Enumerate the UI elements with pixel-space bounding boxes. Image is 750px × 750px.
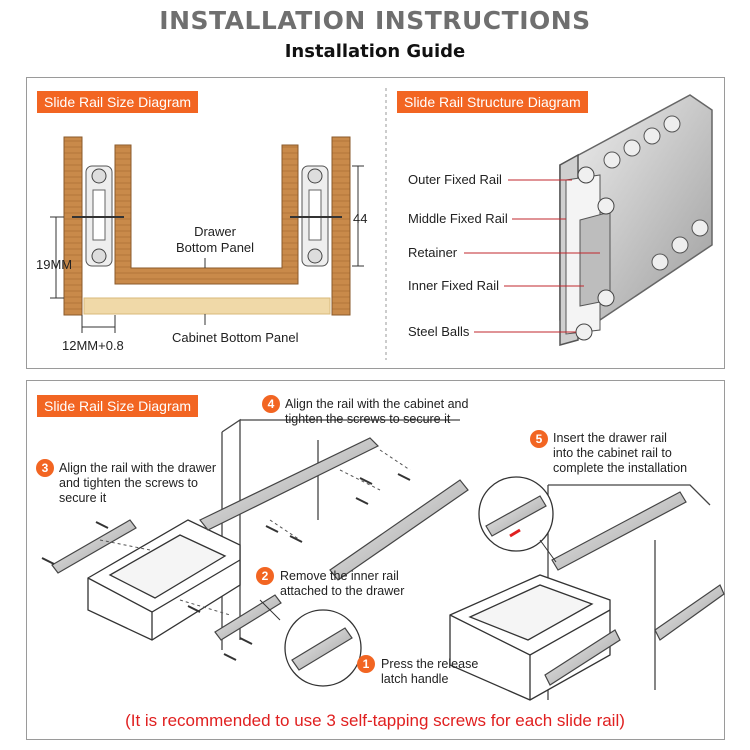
size-diagram-drawing <box>50 136 364 333</box>
cabinet-bottom <box>83 297 331 315</box>
step-4-number: 4 <box>262 395 280 413</box>
structure-diagram-drawing <box>464 94 713 346</box>
right-rail <box>290 165 342 267</box>
right-cabinet-wall <box>331 136 351 316</box>
cabinet-bottom-label: Cabinet Bottom Panel <box>172 330 299 345</box>
steps-section-tag: Slide Rail Size Diagram <box>37 395 199 417</box>
drawer-u <box>114 144 299 285</box>
part-retainer: Retainer <box>408 245 458 260</box>
step-3-text: Align the rail with the drawer and tight… <box>59 461 217 505</box>
part-steel-balls: Steel Balls <box>408 324 470 339</box>
page-title: INSTALLATION INSTRUCTIONS <box>159 6 591 35</box>
step-4-text: Align the rail with the cabinet and tigh… <box>285 397 469 426</box>
dim-right-label: 44 <box>353 211 368 226</box>
step-2-text: Remove the inner rail attached to the dr… <box>280 569 405 598</box>
left-rail <box>72 165 124 267</box>
size-diagram-tag: Slide Rail Size Diagram <box>37 91 199 113</box>
step-5-text: Insert the drawer rail into the cabinet … <box>553 431 688 475</box>
left-cabinet-wall <box>63 136 83 316</box>
rails-steps <box>51 437 725 686</box>
step-3-number: 3 <box>36 459 54 477</box>
dim-width-label: 12MM+0.8 <box>62 338 124 353</box>
step-1-text: Press the release latch handle <box>381 657 479 686</box>
step-1-number: 1 <box>357 655 375 673</box>
drawer-step3 <box>87 519 241 641</box>
screws <box>41 473 411 661</box>
page-subtitle: Installation Guide <box>284 41 466 62</box>
part-outer-rail: Outer Fixed Rail <box>408 172 502 187</box>
screw-guides <box>99 449 411 616</box>
step-5-number: 5 <box>530 430 548 448</box>
structure-diagram-tag: Slide Rail Structure Diagram <box>397 91 588 113</box>
part-middle-rail: Middle Fixed Rail <box>408 211 508 226</box>
drawer-bottom-label: Drawer Bottom Panel <box>176 224 255 255</box>
dim-height-label: 19MM <box>36 257 73 272</box>
recommendation-note: (It is recommended to use 3 self-tapping… <box>125 711 625 730</box>
part-inner-rail: Inner Fixed Rail <box>408 278 500 293</box>
step-2-number: 2 <box>256 567 274 585</box>
